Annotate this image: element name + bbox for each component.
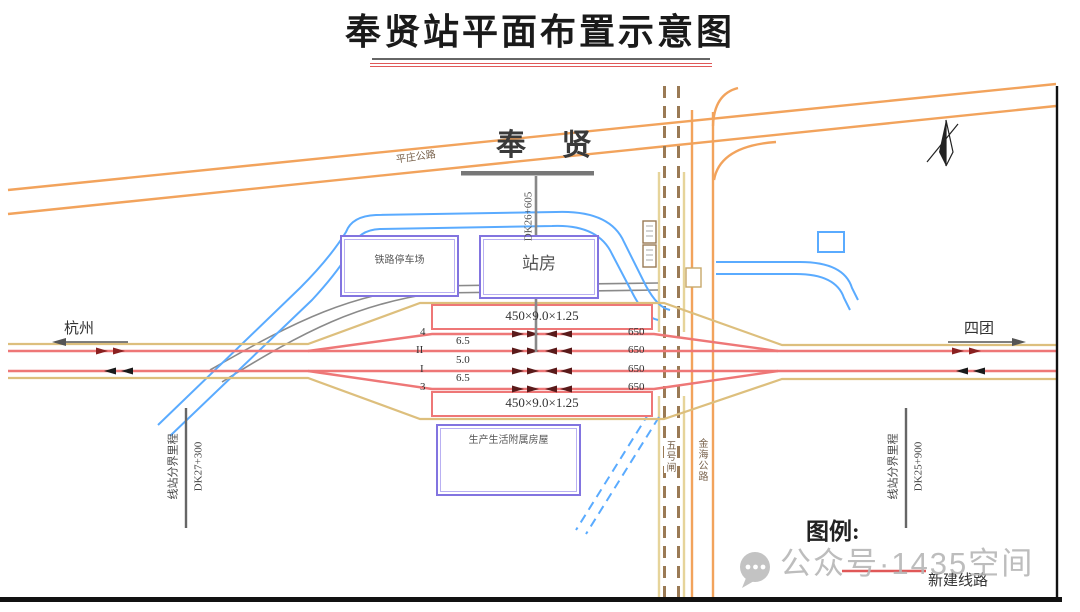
building-outlines — [340, 235, 599, 496]
building-label-auxiliary: 生产生活附属房屋 — [468, 435, 549, 446]
line-end-arrows — [96, 347, 985, 375]
track-length-4: 650 — [628, 381, 645, 393]
waterway — [157, 210, 859, 535]
boundary-left-mileage: DK27+300 — [192, 441, 205, 492]
platforms — [431, 304, 653, 417]
highway-diagonal — [7, 82, 1057, 216]
page-title: 奉贤站平面布置示意图 — [344, 12, 735, 52]
track-spacing-3: 6.5 — [456, 372, 470, 384]
watermark-text: 公众号·1435空间 — [780, 546, 1035, 581]
crossover-arrows — [512, 330, 572, 393]
compass-icon — [926, 119, 959, 167]
boundary-right-mileage: DK25+900 — [912, 441, 925, 492]
track-number-3: 3 — [420, 381, 426, 393]
title-underline-red — [370, 63, 712, 67]
railway-tracks — [8, 332, 1056, 391]
destination-right: 四团 — [964, 321, 995, 337]
track-length-1: 650 — [628, 326, 645, 338]
highway-jinhai-vertical — [690, 86, 777, 597]
track-length-3: 650 — [628, 363, 645, 375]
arrows-trackI — [512, 367, 572, 375]
building-label-parking: 铁路停车场 — [374, 255, 425, 266]
platform-top — [431, 304, 653, 330]
channel-label-wuhao: 五号闸 — [664, 440, 675, 473]
parking-rect — [340, 235, 459, 297]
boundary-left-label: 线站分界里程 — [167, 433, 180, 500]
auxiliary-rect — [436, 424, 581, 496]
building-label-station-house: 站房 — [522, 254, 556, 273]
boundary-marker-lines — [184, 408, 908, 528]
track-spacing-1: 6.5 — [456, 335, 470, 347]
station-house-rect — [479, 235, 599, 299]
station-name: 奉 贤 — [496, 129, 606, 162]
legend-item-new-line: 新建线路 — [928, 573, 989, 589]
track-number-4: 4 — [420, 326, 426, 338]
boundary-right-label: 线站分界里程 — [887, 433, 900, 500]
track-3-loop — [307, 369, 779, 391]
platform-bottom-label: 450×9.0×1.25 — [505, 395, 579, 410]
track-length-2: 650 — [628, 344, 645, 356]
road-label-jinhai: 金海公路 — [696, 438, 707, 482]
track-number-I: I — [420, 363, 424, 375]
station-center-mileage: DK26+605 — [522, 191, 535, 242]
destination-arrows — [52, 338, 1026, 346]
track-4-loop — [307, 332, 779, 353]
legend-title: 图例: — [806, 519, 860, 544]
railway-roadbed — [8, 301, 1056, 421]
arrows-track3 — [512, 385, 572, 393]
wechat-icon — [740, 552, 770, 588]
destination-left: 杭州 — [64, 321, 95, 337]
platform-bottom — [431, 391, 653, 417]
track-number-II: II — [416, 344, 424, 356]
wuhao-channel — [642, 86, 702, 597]
platform-top-label: 450×9.0×1.25 — [505, 308, 579, 323]
arrows-trackII — [512, 347, 572, 355]
title-underline-gray — [372, 58, 710, 60]
track-spacing-2: 5.0 — [456, 354, 470, 366]
sheet-frame — [0, 86, 1062, 602]
arrows-track4 — [512, 330, 572, 338]
